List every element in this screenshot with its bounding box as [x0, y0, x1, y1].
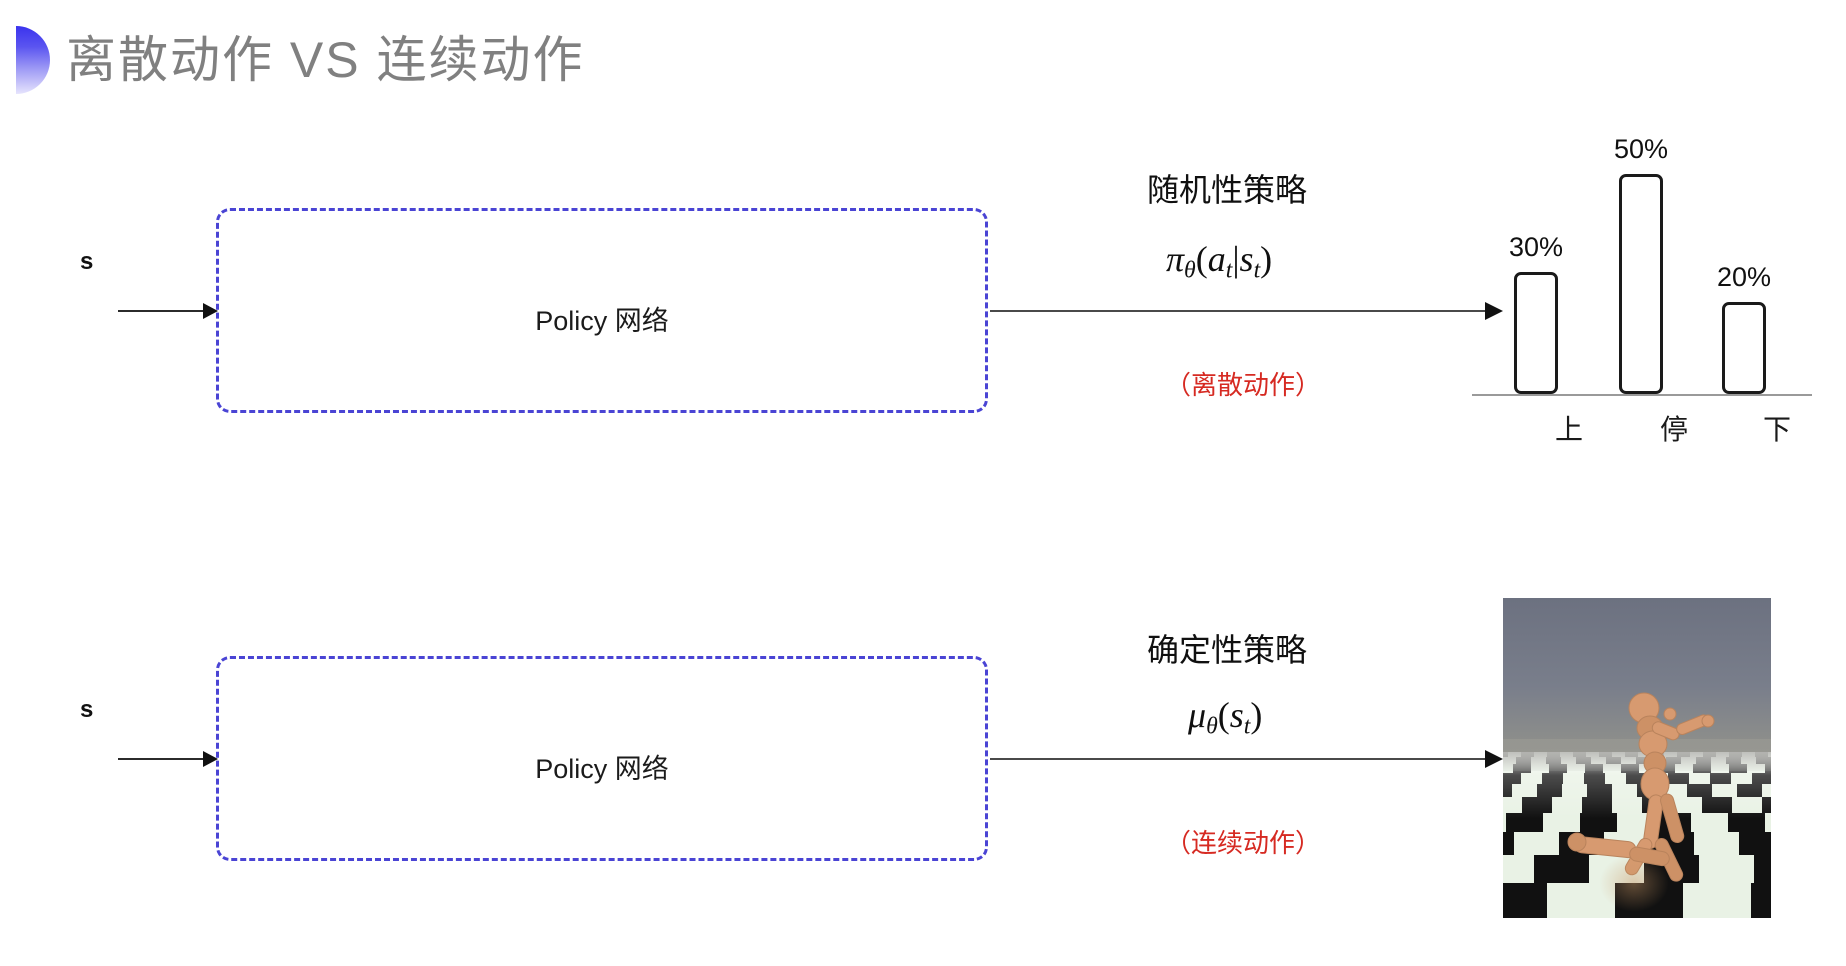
formula-arg2-discrete: s	[1239, 239, 1254, 279]
bar-value-2: 20%	[1716, 262, 1772, 292]
sim-checker-floor	[1503, 751, 1771, 918]
formula-arg1-discrete: a	[1207, 239, 1226, 279]
policy-caption-continuous: 确定性策略	[1147, 632, 1308, 668]
state-label-continuous: s	[80, 696, 94, 723]
formula-head-discrete: π	[1166, 239, 1185, 279]
state-to-policy-arrow-discrete	[118, 303, 218, 319]
policy-network-box-discrete[interactable]: Policy 网络	[216, 208, 988, 413]
chart-baseline	[1472, 394, 1812, 396]
bar-rect-1[interactable]	[1619, 174, 1663, 394]
title-accent-shape	[16, 26, 50, 94]
formula-close-paren-discrete: )	[1260, 239, 1273, 279]
chart-category-labels: 上 停 下	[1472, 398, 1812, 445]
action-note-continuous: （连续动作）	[1165, 828, 1322, 858]
formula-arg1-sub-continuous: t	[1243, 713, 1251, 740]
policy-formula-continuous: μθ(st)	[1188, 694, 1262, 741]
bar-rect-0[interactable]	[1514, 272, 1558, 394]
policy-network-box-continuous[interactable]: Policy 网络	[216, 656, 988, 861]
humanoid-figure	[1567, 692, 1715, 882]
action-note-discrete: （离散动作）	[1165, 370, 1322, 400]
bar-rect-2[interactable]	[1722, 302, 1766, 394]
policy-network-label-discrete: Policy 网络	[535, 306, 669, 336]
formula-arg1-sub-discrete: t	[1225, 257, 1233, 284]
policy-to-output-arrow-discrete	[990, 302, 1503, 320]
policy-to-output-arrow-continuous	[990, 750, 1503, 768]
formula-head-sub-continuous: θ	[1206, 713, 1218, 740]
bar-category-2: 下	[1762, 414, 1791, 445]
bar-value-0: 30%	[1508, 232, 1564, 262]
formula-open-paren-continuous: (	[1217, 695, 1230, 735]
policy-formula-discrete: πθ(at|st)	[1166, 238, 1272, 285]
bar-value-1: 50%	[1613, 134, 1669, 164]
sim-horizon-haze	[1503, 738, 1771, 771]
formula-conditional-bar-discrete: |	[1232, 239, 1240, 279]
sim-floor-reflection	[1599, 854, 1670, 912]
state-to-policy-arrow-continuous	[118, 751, 218, 767]
action-probability-bar-chart: 30% 50% 20%	[1472, 96, 1812, 396]
bar-category-0: 上	[1554, 414, 1583, 445]
policy-caption-discrete: 随机性策略	[1147, 172, 1308, 208]
formula-head-continuous: μ	[1188, 695, 1207, 735]
state-label-discrete: s	[80, 248, 94, 275]
formula-head-sub-discrete: θ	[1184, 257, 1196, 284]
formula-arg1-continuous: s	[1229, 695, 1244, 735]
humanoid-simulation-image	[1503, 598, 1771, 918]
page-title: 离散动作 VS 连续动作	[66, 32, 585, 88]
policy-network-label-continuous: Policy 网络	[535, 754, 669, 784]
bar-category-1: 停	[1659, 414, 1688, 445]
checkerboard-svg	[1503, 751, 1771, 918]
formula-close-paren-continuous: )	[1250, 695, 1263, 735]
formula-arg2-sub-discrete: t	[1253, 257, 1261, 284]
formula-open-paren-discrete: (	[1195, 239, 1208, 279]
